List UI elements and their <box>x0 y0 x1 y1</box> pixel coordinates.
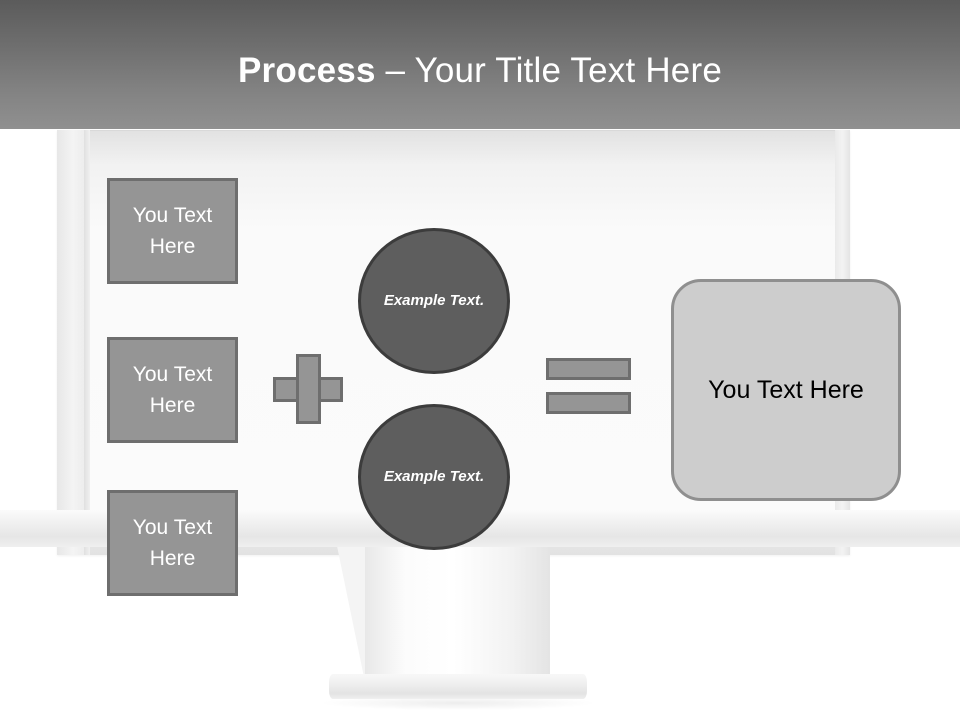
process-circle-2[interactable]: Example Text. <box>358 404 510 550</box>
process-circle-2-label: Example Text. <box>383 468 485 485</box>
equals-icon-bottom-bar <box>546 392 631 414</box>
input-box-1-label: You Text Here <box>132 204 213 258</box>
plus-icon <box>273 354 343 424</box>
equals-icon-top-bar <box>546 358 631 380</box>
monitor-foot <box>329 674 587 699</box>
input-box-1[interactable]: You Text Here <box>107 178 238 284</box>
input-box-3-label: You Text Here <box>132 516 213 570</box>
input-box-2-label: You Text Here <box>132 363 213 417</box>
result-card[interactable]: You Text Here <box>671 279 901 501</box>
result-card-label: You Text Here <box>708 376 864 404</box>
process-circle-1[interactable]: Example Text. <box>358 228 510 374</box>
process-circle-1-label: Example Text. <box>383 292 485 309</box>
monitor-bezel-left-highlight <box>57 130 84 555</box>
input-box-2[interactable]: You Text Here <box>107 337 238 443</box>
monitor-foot-shadow <box>322 696 594 710</box>
monitor-neck <box>365 546 550 682</box>
page-title: Process – Your Title Text Here <box>0 50 960 92</box>
plus-icon-center-fill <box>299 380 317 398</box>
input-box-3[interactable]: You Text Here <box>107 490 238 596</box>
page-title-rest: – Your Title Text Here <box>375 51 722 90</box>
monitor-bezel-left-edge <box>84 130 90 555</box>
title-band: Process – Your Title Text Here <box>0 0 960 129</box>
page-title-emphasis: Process <box>238 51 376 90</box>
equals-icon <box>546 358 631 414</box>
